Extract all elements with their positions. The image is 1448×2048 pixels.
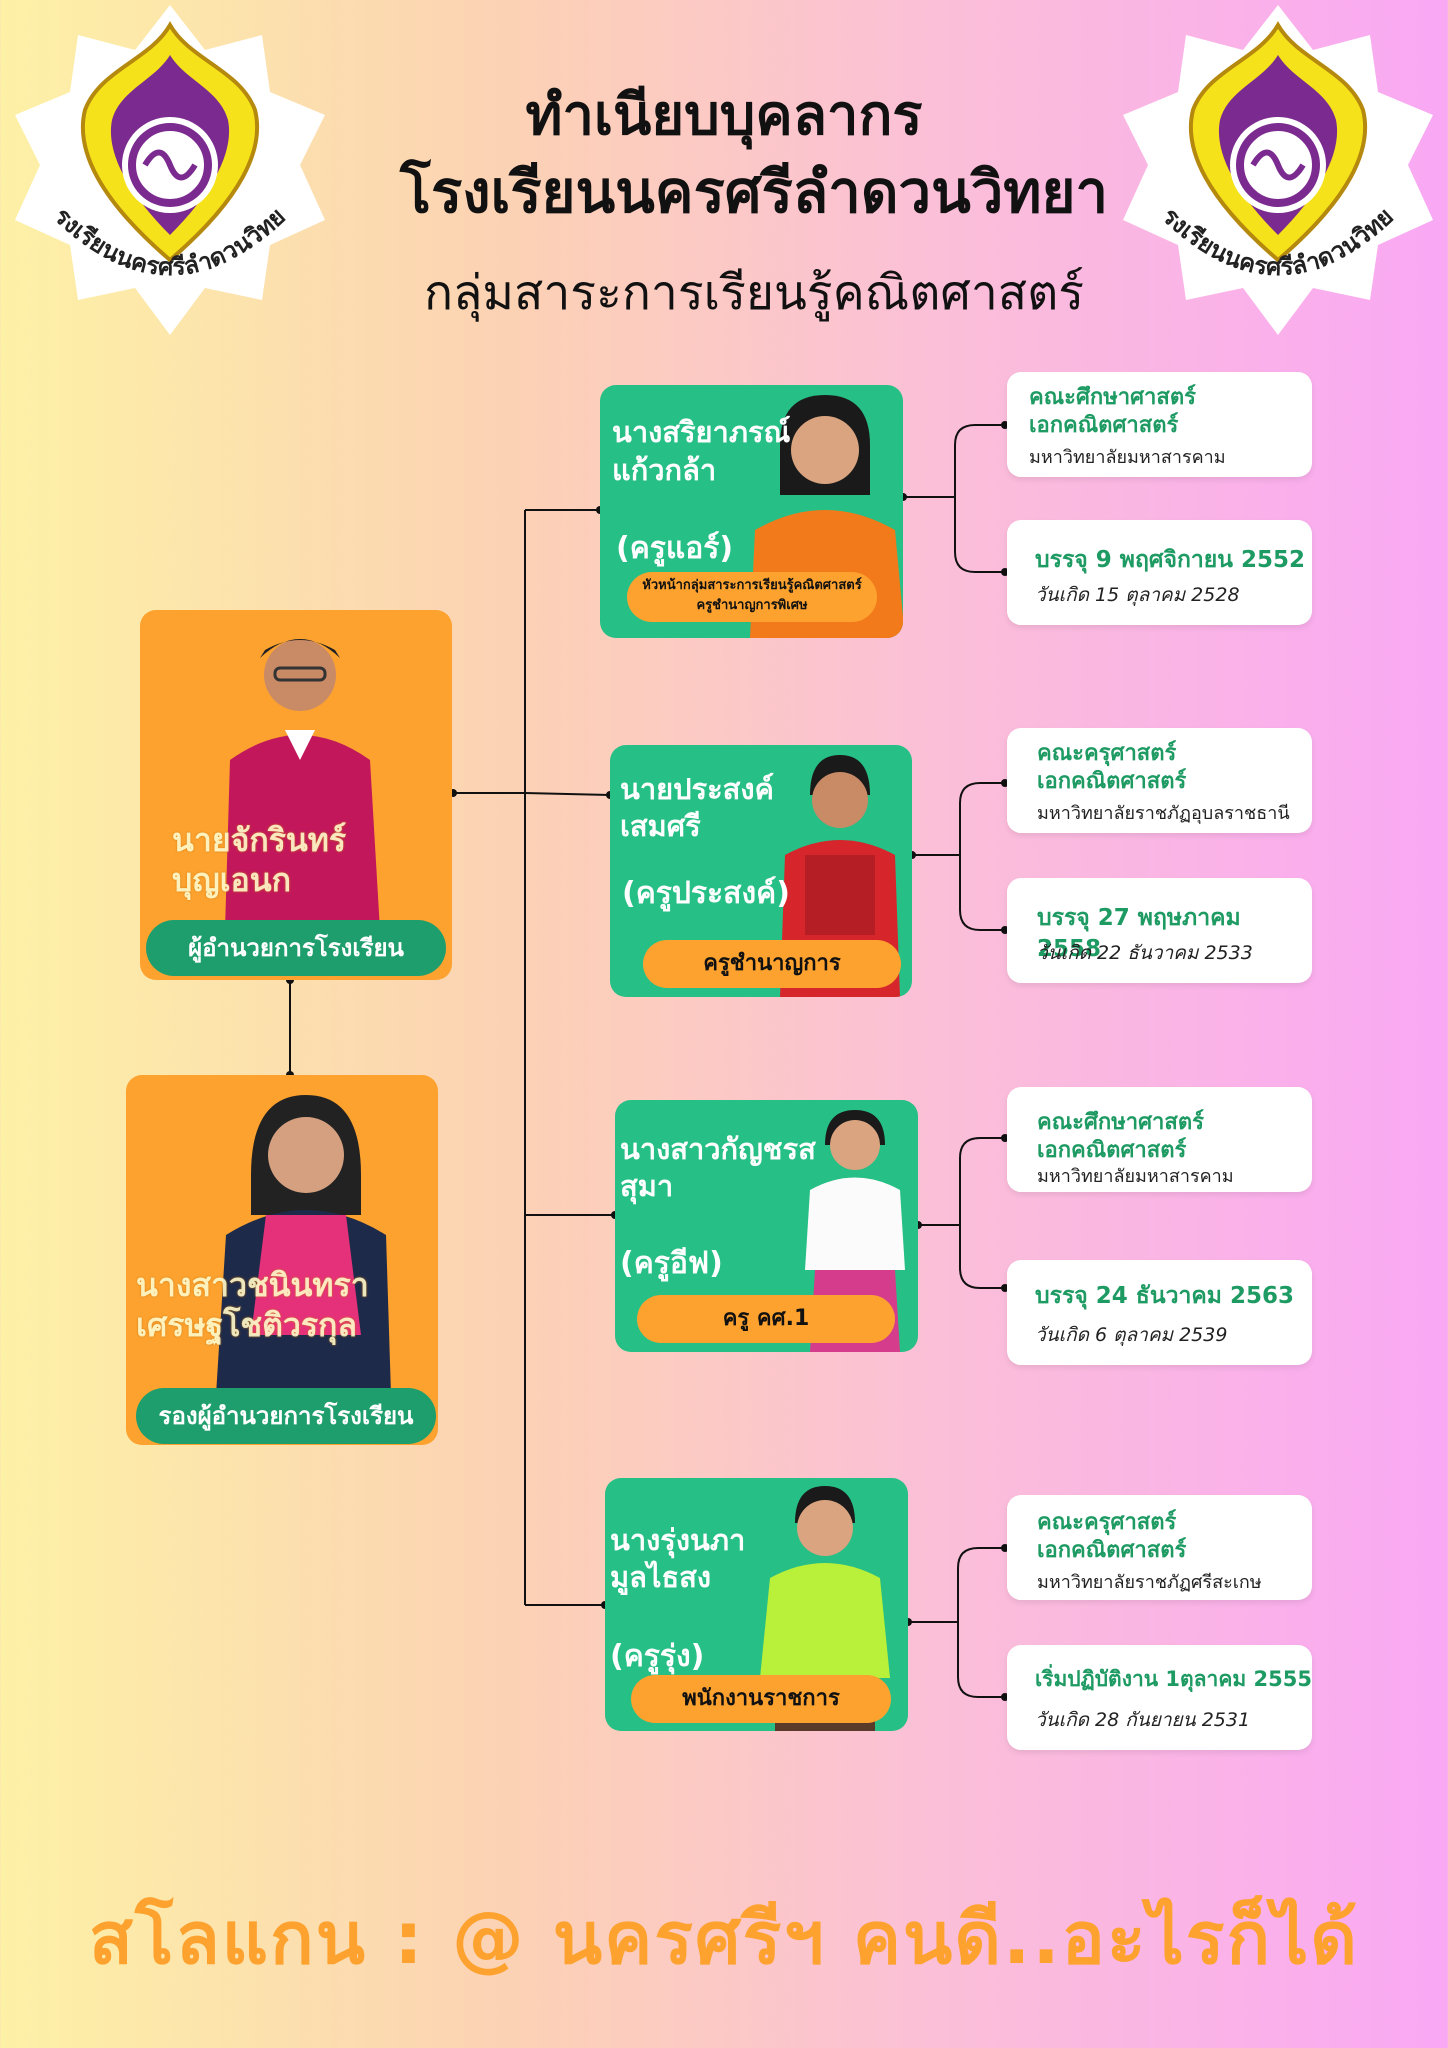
teacher-position-line1: หัวหน้ากลุ่มสาระการเรียนรู้คณิตศาสตร์: [642, 578, 862, 593]
teacher-nickname: (ครูอีฟ): [620, 1246, 723, 1281]
teacher-card: นายประสงค์ เสมศรี (ครูประสงค์) ครูชำนาญก…: [610, 745, 912, 997]
teacher-name-line2: มูลไธสง: [610, 1560, 712, 1594]
major: เอกคณิตศาสตร์: [1037, 769, 1187, 794]
teacher-card: นางรุ่งนภา มูลไธสง (ครูรุ่ง) พนักงานราชก…: [605, 1478, 908, 1731]
appointed-date: บรรจุ 27 พฤษภาคม 2558: [1037, 905, 1241, 962]
appointment-box: เริ่มปฏิบัติงาน 1ตุลาคม 2555 วันเกิด 28 …: [1007, 1645, 1312, 1750]
birthday: วันเกิด 15 ตุลาคม 2528: [1035, 584, 1240, 606]
birthday: วันเกิด 6 ตุลาคม 2539: [1035, 1324, 1228, 1346]
faculty: คณะครุศาสตร์: [1037, 1510, 1177, 1535]
faculty: คณะศึกษาศาสตร์: [1037, 1110, 1204, 1135]
appointment-box: บรรจุ 27 พฤษภาคม 2558 วันเกิด 22 ธันวาคม…: [1007, 878, 1312, 983]
major: เอกคณิตศาสตร์: [1037, 1138, 1187, 1163]
appointed-date: เริ่มปฏิบัติงาน 1ตุลาคม 2555: [1035, 1667, 1312, 1691]
teacher-name-line1: นางสาวกัญชรส: [620, 1132, 816, 1166]
teacher-card: นางสริยาภรณ์ แก้วกล้า (ครูแอร์) หัวหน้าก…: [600, 385, 903, 638]
teacher-nickname: (ครูประสงค์): [622, 876, 790, 911]
director-name-line2: บุญเอนก: [172, 861, 291, 899]
slogan: สโลแกน : @ นครศรีฯ คนดี..อะไรก็ได้: [88, 1896, 1360, 1980]
teacher-nickname: (ครูรุ่ง): [610, 1639, 705, 1674]
birthday: วันเกิด 28 กันยายน 2531: [1035, 1709, 1251, 1731]
appointed-date: บรรจุ 24 ธันวาคม 2563: [1035, 1283, 1294, 1309]
director-name-line1: นายจักรินทร์: [172, 821, 347, 859]
university: มหาวิทยาลัยมหาสารคาม: [1029, 447, 1226, 468]
university: มหาวิทยาลัยราชภัฏศรีสะเกษ: [1037, 1572, 1262, 1593]
teacher-name-line1: นางรุ่งนภา: [610, 1523, 746, 1557]
deputy-name-line2: เศรษฐโชติวรกุล: [136, 1306, 358, 1344]
deputy-position: รองผู้อำนวยการโรงเรียน: [136, 1388, 436, 1444]
teacher-position: หัวหน้ากลุ่มสาระการเรียนรู้คณิตศาสตร์ คร…: [627, 572, 877, 622]
teacher-name-line1: นางสริยาภรณ์: [612, 415, 791, 449]
teacher-position: พนักงานราชการ: [631, 1675, 891, 1723]
director-position: ผู้อำนวยการโรงเรียน: [146, 920, 446, 976]
major: เอกคณิตศาสตร์: [1029, 413, 1179, 438]
appointment-box: บรรจุ 24 ธันวาคม 2563 วันเกิด 6 ตุลาคม 2…: [1007, 1260, 1312, 1365]
teacher-name-line2: สุมา: [620, 1169, 674, 1203]
university: มหาวิทยาลัยราชภัฏอุบลราชธานี: [1037, 803, 1290, 824]
appointment-box: บรรจุ 9 พฤศจิกายน 2552 วันเกิด 15 ตุลาคม…: [1007, 520, 1312, 625]
teacher-name-line2: แก้วกล้า: [612, 453, 717, 487]
education-box: คณะศึกษาศาสตร์ เอกคณิตศาสตร์ มหาวิทยาลัย…: [1007, 372, 1312, 477]
birthday: วันเกิด 22 ธันวาคม 2533: [1037, 942, 1253, 964]
page-subtitle: กลุ่มสาระการเรียนรู้คณิตศาสตร์: [423, 265, 1085, 321]
education-box: คณะครุศาสตร์ เอกคณิตศาสตร์ มหาวิทยาลัยรา…: [1007, 1495, 1312, 1600]
faculty: คณะศึกษาศาสตร์: [1029, 385, 1196, 410]
school-seal-right: โรงเรียนนครศรีลำดวนวิทยา: [1101, 0, 1448, 340]
education-box: คณะศึกษาศาสตร์ เอกคณิตศาสตร์ มหาวิทยาลัย…: [1007, 1087, 1312, 1192]
teacher-card: นางสาวกัญชรส สุมา (ครูอีฟ) ครู คศ.1: [615, 1100, 918, 1352]
teacher-name-line2: เสมศรี: [620, 809, 701, 843]
deputy-name-line1: นางสาวชนินทรา: [136, 1266, 369, 1304]
major: เอกคณิตศาสตร์: [1037, 1538, 1187, 1563]
teacher-position-line2: ครูชำนาญการพิเศษ: [696, 598, 808, 613]
education-box: คณะครุศาสตร์ เอกคณิตศาสตร์ มหาวิทยาลัยรา…: [1007, 728, 1312, 833]
school-name: โรงเรียนนครศรีลำดวนวิทยา: [399, 158, 1109, 226]
director-card: นายจักรินทร์ บุญเอนก ผู้อำนวยการโรงเรียน: [140, 610, 452, 980]
teacher-name-line1: นายประสงค์: [620, 772, 774, 806]
teacher-position: ครูชำนาญการ: [643, 940, 901, 988]
teacher-nickname: (ครูแอร์): [616, 531, 734, 566]
deputy-photo: [216, 1095, 391, 1395]
appointed-date: บรรจุ 9 พฤศจิกายน 2552: [1035, 547, 1306, 573]
page-title: ทำเนียบบุคลากร: [525, 83, 923, 148]
deputy-card: นางสาวชนินทรา เศรษฐโชติวรกุล รองผู้อำนวย…: [126, 1075, 438, 1445]
university: มหาวิทยาลัยมหาสารคาม: [1037, 1166, 1234, 1187]
school-seal-left: โรงเรียนนครศรีลำดวนวิทยา: [0, 0, 340, 340]
teacher-position: ครู คศ.1: [637, 1295, 895, 1343]
director-photo: [225, 639, 380, 930]
faculty: คณะครุศาสตร์: [1037, 741, 1177, 766]
